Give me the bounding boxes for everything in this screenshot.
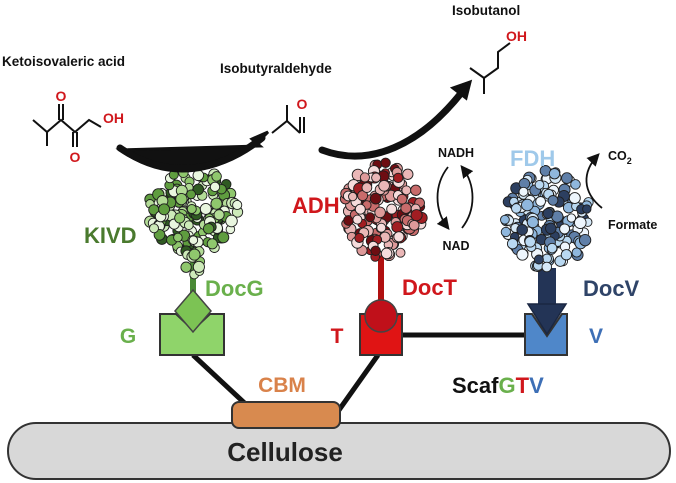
nadh-label: NADH: [438, 146, 474, 160]
nadh-nad-arrow-left: [436, 166, 450, 230]
protein-blob-blue-icon: [500, 165, 594, 273]
scaffold-v: V: [529, 373, 544, 398]
acid-oh: OH: [103, 110, 124, 126]
reaction-arrow-2-head: [449, 79, 473, 101]
ketoisovaleric-acid-structure: [32, 104, 102, 147]
co2-base: CO: [608, 149, 627, 163]
docv-label: DocV: [583, 276, 640, 301]
protein-blob-red-icon: [339, 157, 428, 262]
scaffold-t: T: [516, 373, 530, 398]
isobutyraldehyde-structure: [271, 105, 305, 134]
isobutanol-oh: OH: [506, 28, 527, 44]
cohesin-g: [159, 313, 225, 356]
fdh-label: FDH: [510, 146, 555, 171]
formate-co2-arrow: [585, 153, 603, 209]
ketoisovaleric-acid-label: Ketoisovaleric acid: [2, 54, 125, 69]
docv-stalk: [538, 268, 556, 306]
doct-dockerin: [364, 299, 398, 333]
co2-subscript: 2: [627, 156, 632, 166]
nad-label: NAD: [442, 239, 469, 253]
doct-label: DocT: [402, 275, 458, 300]
isobutanol-structure: [469, 42, 511, 94]
isobutyraldehyde-label: Isobutyraldehyde: [220, 61, 332, 76]
cellulose-label: Cellulose: [227, 437, 343, 467]
cbm-label: CBM: [258, 374, 306, 397]
aldehyde-o: O: [297, 96, 308, 112]
cohesin-v: [524, 313, 568, 356]
scaffold-g: G: [498, 373, 515, 398]
cohesin-t-label: T: [331, 325, 344, 348]
protein-blob-green-icon: [144, 167, 244, 280]
acid-o-top: O: [56, 88, 67, 104]
co2-label: CO2: [608, 149, 632, 166]
kivd-label: KIVD: [84, 223, 137, 248]
cbm-domain: [231, 401, 341, 429]
cohesin-g-label: G: [120, 325, 136, 348]
scaffold-label: ScafGTV: [452, 373, 544, 398]
acid-o-bottom: O: [70, 149, 81, 165]
adh-label: ADH: [292, 193, 340, 218]
reaction-arrow-1-body: [116, 134, 266, 172]
nadh-nad-arrow-right: [460, 165, 474, 229]
isobutanol-label: Isobutanol: [452, 3, 520, 18]
docv-dockerin: [526, 303, 568, 336]
linker-cbm-t: [336, 353, 381, 412]
linker-g-cbm: [191, 353, 254, 412]
cohesin-v-label: V: [589, 325, 603, 348]
docg-label: DocG: [205, 276, 264, 301]
reaction-arrow-2-body: [318, 88, 466, 160]
scaffold-prefix: Scaf: [452, 373, 499, 398]
docg-dockerin: [174, 288, 212, 334]
formate-label: Formate: [608, 218, 657, 232]
